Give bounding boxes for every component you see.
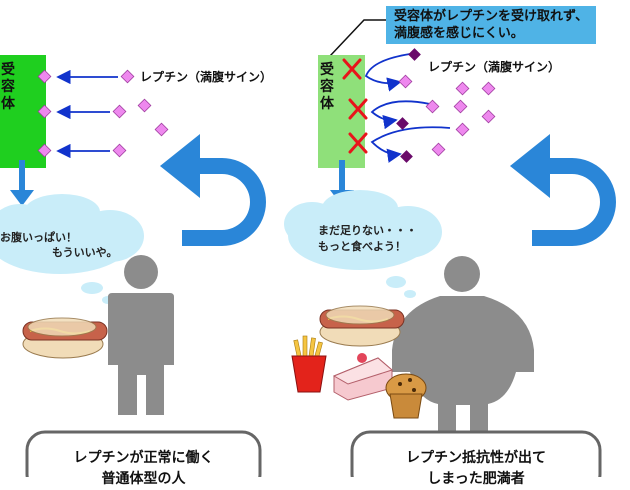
hotdog-icon xyxy=(319,305,405,347)
person-icon xyxy=(108,255,174,415)
caption-line: しまった肥満者 xyxy=(427,471,525,487)
caption-box-right xyxy=(350,430,602,477)
note-line: 受容体がレプチンを受け取れず、 xyxy=(394,9,589,24)
hotdog-icon xyxy=(22,317,108,359)
blocked-markers-right xyxy=(396,48,421,163)
cross-mark-icon xyxy=(342,58,368,154)
callout-line xyxy=(329,19,386,57)
caption-line: レプチンが正常に働く xyxy=(73,450,214,466)
receptor-char: 受 xyxy=(1,62,15,78)
leptin-markers-right xyxy=(398,74,496,157)
receptor-label-right: 受 容 体 xyxy=(319,62,335,113)
explanation-note: 受容体がレプチンを受け取れず、 満腹感を感じにくい。 xyxy=(386,6,597,44)
caption-left: レプチンが正常に働く 普通体型の人 xyxy=(27,448,260,490)
caption-line: 普通体型の人 xyxy=(101,471,186,487)
note-line: 満腹感を感じにくい。 xyxy=(394,26,524,41)
thought-line-1-left: お腹いっぱい！ xyxy=(0,231,77,244)
illustration-canvas xyxy=(0,19,616,477)
leptin-label-right: レプチン（満腹サイン） xyxy=(428,60,561,74)
thought-cloud-icon xyxy=(0,194,144,304)
caption-line: レプチン抵抗性が出て xyxy=(406,450,546,466)
thought-line-2-left: もういいや。 xyxy=(52,246,118,259)
caption-box-left xyxy=(25,430,262,477)
receptor-char: 受 xyxy=(320,62,334,78)
leptin-markers-left xyxy=(37,69,169,158)
receptor-char: 体 xyxy=(320,96,334,112)
leptin-arrows-left xyxy=(56,69,118,159)
thought-cloud-icon xyxy=(284,190,442,298)
cake-icon xyxy=(332,353,394,401)
thought-line-1-right: まだ足りない・・・ xyxy=(318,224,417,237)
receptor-char: 容 xyxy=(320,79,334,95)
person-icon xyxy=(392,256,534,432)
muffin-icon xyxy=(385,373,427,419)
receptor-char: 体 xyxy=(1,96,15,112)
receptor-char: 容 xyxy=(1,79,15,95)
caption-right: レプチン抵抗性が出て しまった肥満者 xyxy=(352,448,600,490)
down-arrow-icon xyxy=(10,160,34,206)
cycle-arrow-icon xyxy=(510,134,616,246)
thought-line-2-right: もっと食べよう！ xyxy=(318,240,406,253)
leptin-label-left: レプチン（満腹サイン） xyxy=(140,70,273,84)
fries-icon xyxy=(291,335,327,393)
blocked-arrows-right xyxy=(364,53,451,163)
receptor-label-left: 受 容 体 xyxy=(0,62,16,113)
cycle-arrow-icon xyxy=(160,134,266,246)
